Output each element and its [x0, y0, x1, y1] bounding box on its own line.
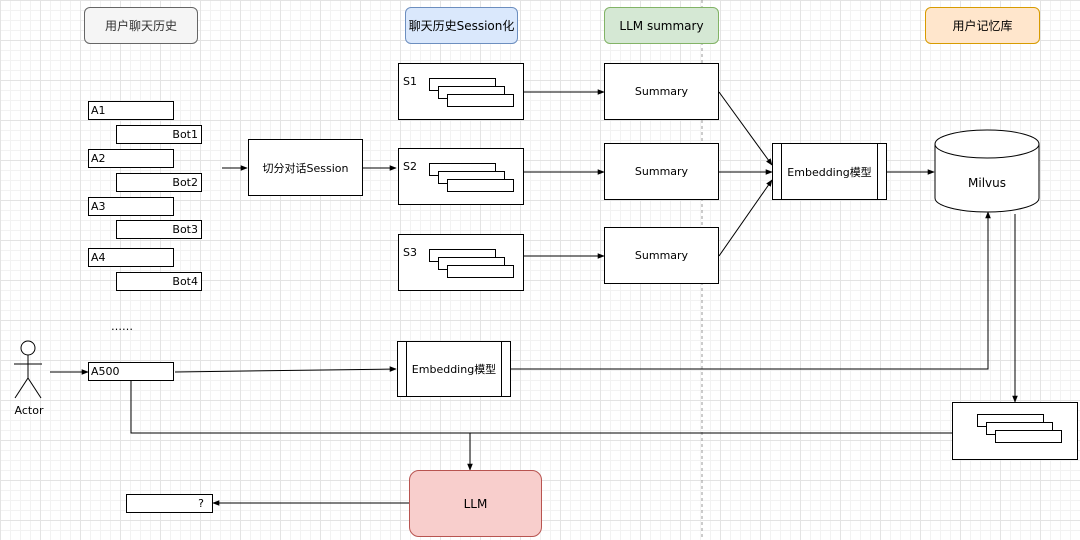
- session-s3-label: S3: [403, 246, 417, 259]
- message-a1-text: A1: [91, 104, 106, 117]
- retrieved-doc-3: [995, 430, 1062, 443]
- answer-text: ?: [198, 497, 204, 510]
- summary-text-2: Summary: [634, 165, 689, 178]
- milvus-database-icon: [934, 129, 1040, 213]
- edge-query-to-embedding2: [174, 366, 397, 373]
- message-a3: A3: [88, 197, 174, 216]
- message-a4-text: A4: [91, 251, 106, 264]
- split-session-text: 切分对话Session: [262, 161, 349, 175]
- milvus-label: Milvus: [968, 176, 1006, 190]
- edge-embedding2-to-milvus: [511, 211, 991, 370]
- session-s1-label: S1: [403, 75, 417, 88]
- answer-box: ?: [126, 494, 213, 513]
- session-s3-doc-3: [447, 265, 514, 278]
- message-a2: A2: [88, 149, 174, 168]
- session-s2-label: S2: [403, 160, 417, 173]
- message-a4: A4: [88, 248, 174, 267]
- message-bot4: Bot4: [116, 272, 202, 291]
- message-bot3-text: Bot3: [172, 223, 198, 236]
- message-bot3: Bot3: [116, 220, 202, 239]
- edge-summary1-to-embedding: [718, 91, 773, 166]
- embedding-model-bar-right: [877, 144, 878, 199]
- header-user-history: 用户聊天历史: [84, 7, 198, 44]
- summary-box-2: Summary: [604, 143, 719, 200]
- query-embedding-model-box: Embedding模型: [397, 341, 511, 397]
- session-s1-doc-3: [447, 94, 514, 107]
- message-bot4-text: Bot4: [172, 275, 198, 288]
- llm-text: LLM: [463, 496, 488, 511]
- header-sessionize: 聊天历史Session化: [405, 7, 518, 44]
- embedding-model-box: Embedding模型: [772, 143, 887, 200]
- header-llm-summary-text: LLM summary: [619, 18, 704, 33]
- message-bot2: Bot2: [116, 173, 202, 192]
- actor-icon: [14, 340, 42, 399]
- embedding-model-text: Embedding模型: [787, 165, 872, 179]
- session-s2-doc-3: [447, 179, 514, 192]
- session-s3-box: S3: [398, 234, 524, 291]
- embedding-model-bar-left: [781, 144, 782, 199]
- header-user-memory: 用户记忆库: [925, 7, 1040, 44]
- header-user-history-text: 用户聊天历史: [104, 19, 177, 33]
- message-a2-text: A2: [91, 152, 106, 165]
- query-message-a500: A500: [88, 362, 174, 381]
- llm-box: LLM: [409, 470, 542, 537]
- message-bot1: Bot1: [116, 125, 202, 144]
- edge-query-results-to-llm: [130, 381, 952, 434]
- summary-box-3: Summary: [604, 227, 719, 284]
- summary-box-1: Summary: [604, 63, 719, 120]
- header-sessionize-text: 聊天历史Session化: [408, 19, 515, 33]
- message-bot1-text: Bot1: [172, 128, 198, 141]
- query-message-text: A500: [91, 365, 120, 378]
- session-s2-box: S2: [398, 148, 524, 205]
- split-session-box: 切分对话Session: [248, 139, 363, 196]
- header-llm-summary: LLM summary: [604, 7, 719, 44]
- retrieved-memory-box: [952, 402, 1078, 460]
- query-embedding-model-text: Embedding模型: [411, 363, 497, 376]
- summary-text-3: Summary: [634, 249, 689, 262]
- query-embedding-bar-right: [501, 342, 502, 396]
- actor-label: Actor: [14, 404, 44, 417]
- ellipsis-text: ……: [111, 320, 133, 333]
- message-a1: A1: [88, 101, 174, 120]
- header-user-memory-text: 用户记忆库: [952, 19, 1013, 33]
- edge-summary3-to-embedding: [718, 179, 773, 257]
- message-bot2-text: Bot2: [172, 176, 198, 189]
- message-a3-text: A3: [91, 200, 106, 213]
- query-embedding-bar-left: [406, 342, 407, 396]
- summary-text-1: Summary: [634, 85, 689, 98]
- session-s1-box: S1: [398, 63, 524, 120]
